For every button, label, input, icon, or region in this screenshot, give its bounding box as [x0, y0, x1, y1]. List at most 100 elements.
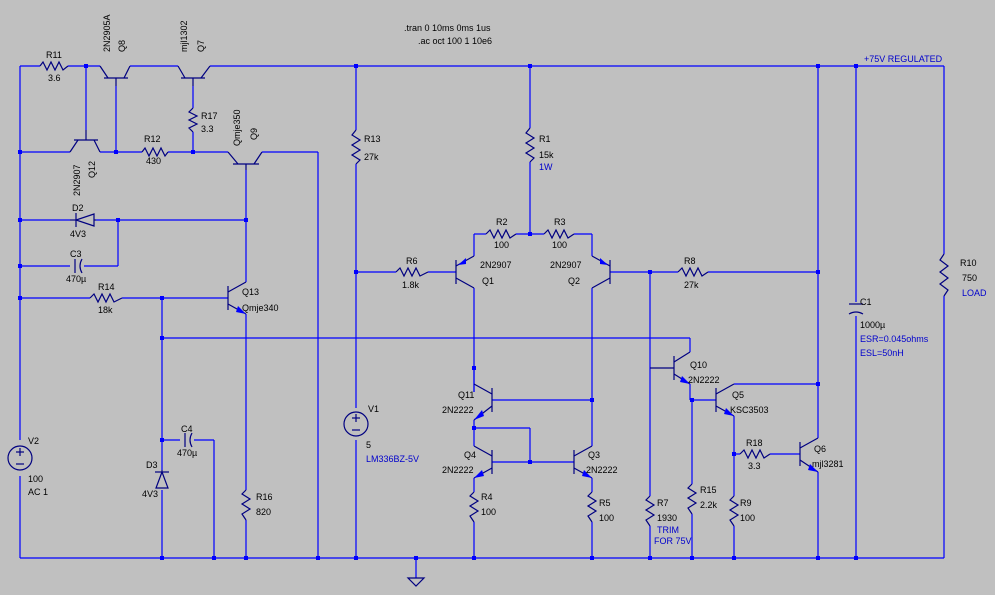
c1-name: C1 [860, 297, 872, 307]
r2-value: 100 [494, 240, 509, 250]
r1-note: 1W [539, 162, 553, 172]
q13-model: Qmje340 [242, 303, 279, 313]
q10-model: 2N2222 [688, 375, 720, 385]
q3-name: Q3 [588, 450, 600, 460]
q8-model: 2N2905A [102, 14, 112, 52]
diode-d2-symbol [70, 213, 96, 227]
r13-name: R13 [364, 134, 381, 144]
transistor-q9-symbol [227, 151, 263, 170]
q12-model: 2N2907 [72, 164, 82, 196]
resistor-r8-symbol [677, 266, 709, 278]
q2-model: 2N2907 [550, 260, 582, 270]
d3-name: D3 [146, 460, 158, 470]
resistor-r14-symbol [89, 292, 123, 304]
r17-value: 3.3 [201, 124, 214, 134]
resistor-r16-symbol [240, 489, 252, 521]
transistor-q1-symbol [455, 255, 475, 289]
c4-name: C4 [181, 424, 193, 434]
r16-value: 820 [256, 507, 271, 517]
c3-value: 470µ [66, 274, 86, 284]
junction-dots [18, 64, 858, 560]
ac-directive: .ac oct 100 1 10e6 [418, 36, 492, 46]
r3-name: R3 [554, 217, 566, 227]
resistor-r3-symbol [543, 228, 575, 240]
d2-name: D2 [72, 203, 84, 213]
transistor-q7-symbol [177, 65, 211, 86]
r6-value: 1.8k [402, 280, 420, 290]
q5-name: Q5 [732, 390, 744, 400]
r14-value: 18k [98, 305, 113, 315]
c1-esr: ESR=0.045ohms [860, 334, 929, 344]
c1-esl: ESL=50nH [860, 348, 904, 358]
transistor-q11-symbol [473, 383, 493, 421]
q3-model: 2N2222 [586, 465, 618, 475]
resistor-r9-symbol [728, 495, 740, 527]
c4-value: 470µ [177, 448, 197, 458]
r1-value: 15k [539, 150, 554, 160]
q12-name: Q12 [87, 161, 97, 178]
r15-name: R15 [700, 485, 717, 495]
transistor-q4-symbol [473, 445, 493, 479]
d2-value: 4V3 [70, 229, 86, 239]
r7-for75-note: FOR 75V [654, 536, 692, 546]
r5-value: 100 [599, 513, 614, 523]
v1-note: LM336BZ-5V [366, 454, 419, 464]
resistor-r18-symbol [739, 448, 771, 460]
r4-value: 100 [481, 507, 496, 517]
r9-value: 100 [740, 513, 755, 523]
q6-model: mjl3281 [812, 459, 844, 469]
r12-name: R12 [144, 134, 161, 144]
voltage-source-v2-symbol [7, 445, 33, 471]
transistor-q3-symbol [573, 445, 593, 479]
r9-name: R9 [740, 498, 752, 508]
q5-model: KSC3503 [730, 405, 769, 415]
r3-value: 100 [552, 240, 567, 250]
q7-name: Q7 [196, 40, 206, 52]
transistor-q13-symbol [227, 281, 247, 315]
q13-name: Q13 [242, 287, 259, 297]
r6-name: R6 [406, 256, 418, 266]
c3-name: C3 [70, 249, 82, 259]
resistor-r12-symbol [141, 146, 169, 158]
v1-value: 5 [366, 440, 371, 450]
r2-name: R2 [496, 217, 508, 227]
r11-value: 3.6 [48, 73, 61, 83]
resistor-r5-symbol [586, 491, 598, 523]
resistor-r15-symbol [686, 483, 698, 515]
transistor-q5-symbol [715, 383, 735, 417]
q2-name: Q2 [568, 276, 580, 286]
voltage-source-v1-symbol [343, 411, 369, 437]
r11-name: R11 [46, 50, 62, 60]
r10-name: R10 [960, 258, 977, 268]
v2-name: V2 [28, 436, 39, 446]
r15-value: 2.2k [700, 500, 718, 510]
r13-value: 27k [364, 152, 379, 162]
q11-model: 2N2222 [442, 405, 474, 415]
resistor-r1-symbol [524, 127, 536, 163]
r18-name: R18 [746, 438, 763, 448]
r8-value: 27k [684, 280, 699, 290]
r10-note: LOAD [962, 288, 987, 298]
resistor-r7-symbol [644, 495, 656, 527]
r12-value: 430 [146, 156, 161, 166]
v2-note: AC 1 [28, 487, 48, 497]
capacitor-c1-symbol [848, 303, 864, 315]
capacitor-c3-symbol [74, 258, 83, 274]
q4-name: Q4 [464, 450, 476, 460]
transistor-q12-symbol [69, 130, 101, 153]
q7-model: mjl1302 [179, 20, 189, 52]
r7-trim-note: TRIM [657, 525, 679, 535]
transistor-q2-symbol [591, 255, 611, 289]
resistor-r13-symbol [350, 129, 362, 165]
resistor-r4-symbol [468, 491, 480, 523]
resistor-r2-symbol [485, 228, 517, 240]
diode-d3-symbol [155, 470, 169, 489]
capacitor-c4-symbol [184, 432, 193, 448]
d3-value: 4V3 [142, 489, 158, 499]
v1-name: V1 [368, 404, 379, 414]
q11-name: Q11 [458, 390, 474, 400]
q6-name: Q6 [814, 444, 826, 454]
r1-name: R1 [539, 134, 551, 144]
resistor-r11-symbol [39, 60, 69, 72]
